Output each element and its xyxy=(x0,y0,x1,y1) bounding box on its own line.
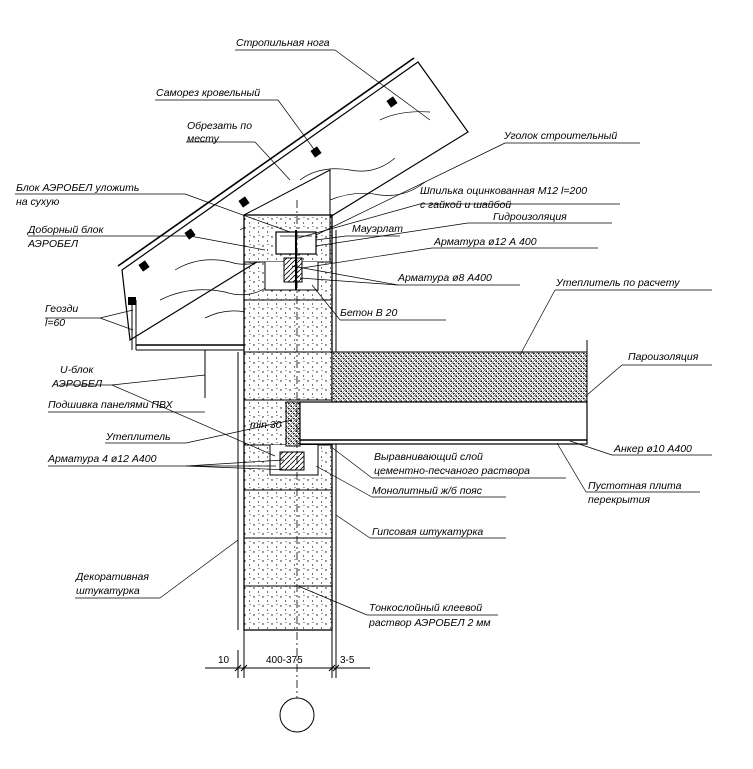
label-mono-belt: Монолитный ж/б пояс xyxy=(372,485,483,497)
label-deco-2: штукатурка xyxy=(76,585,140,597)
dim-left: 10 xyxy=(218,655,230,666)
dimension-line xyxy=(205,200,370,733)
label-mauerlat: Мауэрлат xyxy=(352,223,403,235)
label-geozi-1: Геозди xyxy=(45,303,78,315)
label-roof-screw: Саморез кровельный xyxy=(156,87,260,99)
wall-insulation-strip xyxy=(285,401,301,447)
dim-right: 3-5 xyxy=(340,655,355,666)
label-rebar4: Арматура 4 ø12 А400 xyxy=(47,453,157,465)
label-min30: min 30 xyxy=(250,419,282,431)
label-extra-block-1: Доборный блок xyxy=(27,224,105,236)
label-level-layer-2: цементно-песчаного раствора xyxy=(374,465,530,477)
label-block-dry-2: на сухую xyxy=(16,196,59,208)
dim-middle: 400-375 xyxy=(266,655,303,666)
label-vapor: Пароизоляция xyxy=(628,351,699,363)
label-stud-2: с гайкой и шайбой xyxy=(420,199,511,211)
label-cut-to-fit-1: Обрезать по xyxy=(187,120,252,132)
label-hollow-slab-1: Пустотная плита xyxy=(588,480,682,492)
label-ublock-1: U-блок xyxy=(60,364,95,376)
label-geozi-2: l=60 xyxy=(45,317,65,329)
roof-screw-marks xyxy=(138,96,398,272)
label-cut-to-fit-2: месту xyxy=(187,133,220,145)
upper-u-block xyxy=(264,230,319,291)
label-stud-1: Шпилька оцинкованная М12 l=200 xyxy=(420,185,587,197)
leader-lines xyxy=(15,49,712,616)
eave-soffit xyxy=(128,297,244,398)
label-ublock-2: АЭРОБЕЛ xyxy=(51,378,103,390)
label-extra-block-2: АЭРОБЕЛ xyxy=(27,238,79,250)
label-deco-1: Декоративная xyxy=(75,571,149,583)
label-anchor: Анкер ø10 А400 xyxy=(613,443,692,455)
label-insulation-calc: Утеплитель по расчету xyxy=(555,277,680,289)
label-glue-2: раствор АЭРОБЕЛ 2 мм xyxy=(368,617,491,629)
label-glue-1: Тонкослойный клеевой xyxy=(369,602,482,614)
label-block-dry-1: Блок АЭРОБЕЛ уложить xyxy=(16,182,139,194)
label-concrete: Бетон В 20 xyxy=(340,307,397,319)
label-rebar8: Арматура ø8 А400 xyxy=(397,272,492,284)
label-waterproofing: Гидроизоляция xyxy=(493,211,567,223)
label-rafter: Стропильная нога xyxy=(236,37,330,49)
label-rebar12: Арматура ø12 А 400 xyxy=(433,236,537,248)
label-level-layer-1: Выравнивающий слой xyxy=(374,451,483,463)
label-pvc-soffit: Подшивка панелями ПВХ xyxy=(48,399,174,411)
floor-assembly xyxy=(299,340,588,445)
label-insulation: Утеплитель xyxy=(105,431,171,443)
label-steel-angle: Уголок строительный xyxy=(503,130,617,142)
lower-u-block xyxy=(269,445,319,476)
label-gypsum: Гипсовая штукатурка xyxy=(372,526,483,538)
label-hollow-slab-2: перекрытия xyxy=(588,494,650,506)
